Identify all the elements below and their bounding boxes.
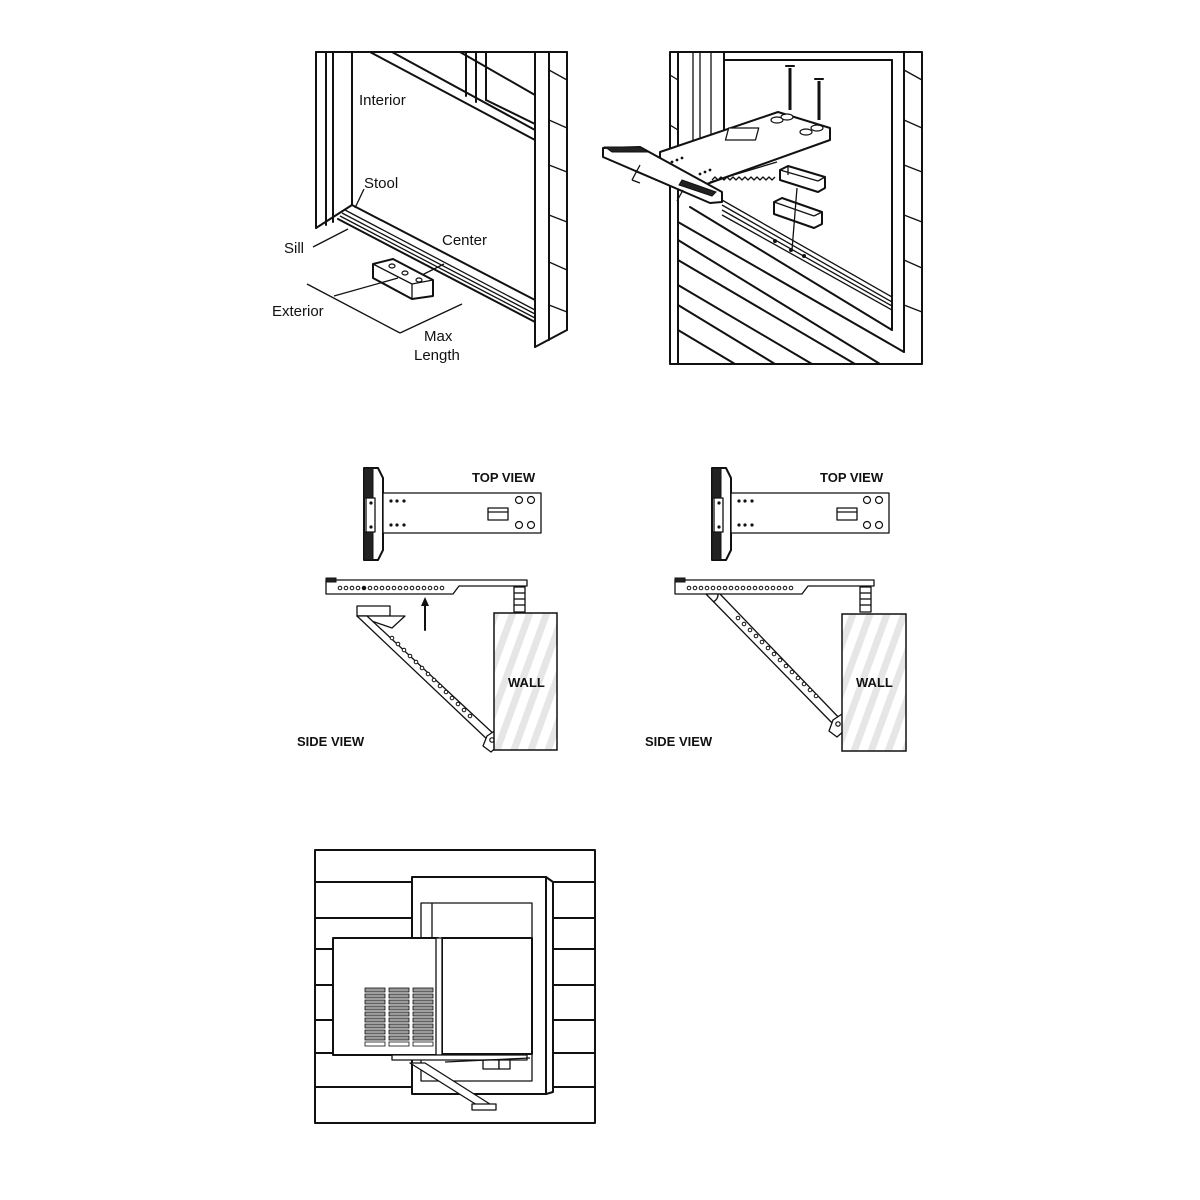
panel-bracket-adjust-after: TOP VIEW [645,467,907,752]
max-length-guide [306,277,463,334]
label-max: Max [424,328,453,345]
arrow-up-icon [421,597,429,631]
ac-vent-grille [364,987,434,1047]
side-view-arm [674,577,875,613]
top-view-bracket [711,467,890,561]
screw-icon [785,65,824,120]
label-exterior: Exterior [272,303,324,320]
panel-ac-unit-installed [314,849,596,1124]
support-bracket [391,1054,531,1111]
diagonal-brace [705,593,846,738]
top-view-bracket [363,467,542,561]
label-side-view: SIDE VIEW [297,734,365,749]
label-wall: WALL [856,675,893,690]
diagonal-brace [356,605,500,753]
wood-block-upper [779,165,826,193]
upper-sash [369,51,536,141]
label-stool: Stool [364,175,398,192]
window-left-jamb [315,51,353,229]
label-length: Length [414,347,460,364]
panel-bracket-screw-mounting [602,51,923,365]
window-frame [669,51,923,365]
label-center: Center [442,232,487,249]
pilot-hole [802,254,806,258]
pilot-hole [789,248,793,252]
window-stool [337,204,536,323]
label-side-view: SIDE VIEW [645,734,713,749]
label-top-view: TOP VIEW [472,470,536,485]
wood-block [372,258,434,300]
pilot-hole [773,239,777,243]
side-view-arm [325,577,528,613]
panel-bracket-adjust-before: TOP VIEW [297,467,558,753]
air-conditioner-unit [332,937,443,1056]
label-interior: Interior [359,92,406,109]
window-sash [441,937,533,1055]
panel-window-sill-measurement: Interior Stool Sill Center Exterior Max … [272,51,568,364]
label-wall: WALL [508,675,545,690]
label-top-view: TOP VIEW [820,470,884,485]
bracket-crossbar [602,146,723,204]
label-sill: Sill [284,240,304,257]
window-right-jamb [534,51,568,348]
wood-block-lower [773,197,823,229]
wall: WALL [493,612,558,751]
wall: WALL [841,613,907,752]
